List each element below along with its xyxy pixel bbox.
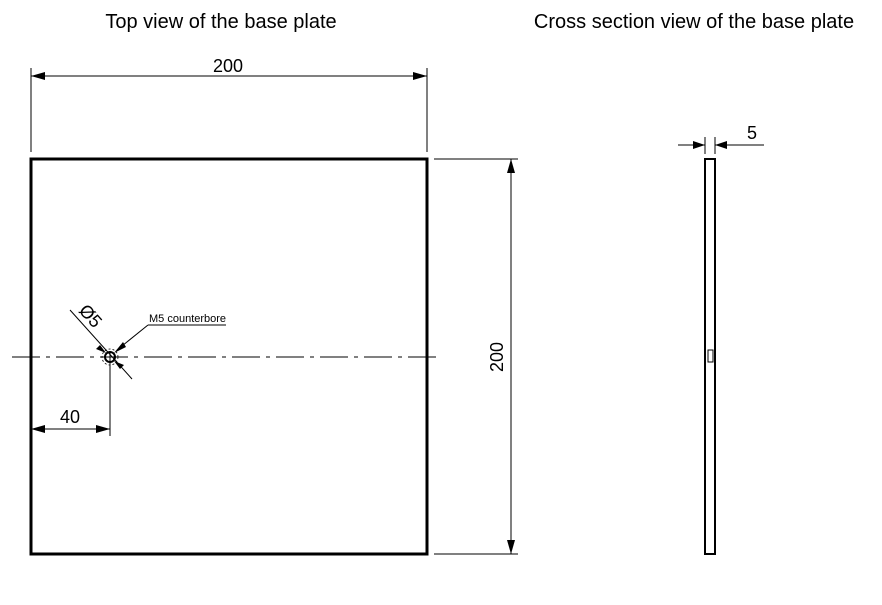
hole-diameter-label: Ø5 (75, 300, 106, 331)
height-dimension-label: 200 (487, 342, 507, 372)
width-dimension-label: 200 (213, 56, 243, 76)
thickness-dimension: 5 (678, 123, 764, 154)
hole-offset-dimension: 40 (31, 407, 110, 433)
thickness-label: 5 (747, 123, 757, 143)
counterbore-section (707, 349, 714, 363)
top-view: 200 200 Ø5 (12, 56, 518, 556)
plate-section (704, 158, 716, 555)
counterbore-label: M5 counterbore (149, 313, 226, 325)
hole-diameter-dimension: Ø5 (69, 300, 133, 380)
hole-offset-label: 40 (60, 407, 80, 427)
width-dimension: 200 (30, 56, 428, 152)
top-view-title: Top view of the base plate (105, 11, 336, 33)
counterbore-hole (101, 348, 119, 436)
height-dimension: 200 (434, 158, 518, 555)
counterbore-leader: M5 counterbore (114, 313, 226, 353)
cross-section-title: Cross section view of the base plate (534, 11, 854, 33)
cross-section-view: 5 (678, 123, 764, 555)
